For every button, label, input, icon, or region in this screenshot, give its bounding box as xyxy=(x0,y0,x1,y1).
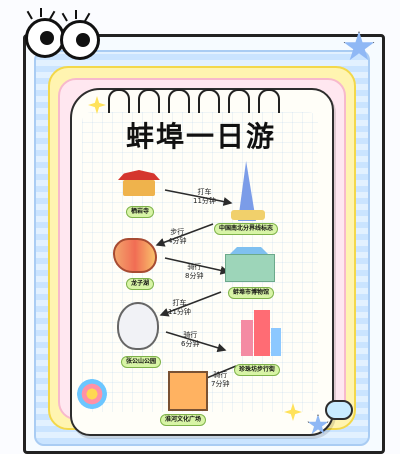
route-mode: 打车 xyxy=(172,299,187,307)
poster-title: 蚌埠一日游 xyxy=(103,114,299,156)
binder-ring-icon xyxy=(108,89,130,113)
node-label: 中国南北分界线标志 xyxy=(214,223,279,235)
street-building-icon xyxy=(271,328,281,356)
route-label: 步行 4分钟 xyxy=(168,228,186,246)
culture-square-icon xyxy=(168,371,208,411)
eyelash-icon xyxy=(49,10,56,20)
route-label: 骑行 7分钟 xyxy=(211,371,229,389)
boundary-base-icon xyxy=(231,210,265,220)
eye-pupil-right xyxy=(76,33,90,47)
cloud-icon xyxy=(325,400,353,420)
route-label: 骑行 6分钟 xyxy=(181,331,199,349)
route-mode: 打车 xyxy=(197,188,212,196)
route-label: 打车 11分钟 xyxy=(168,299,191,317)
route-time: 11分钟 xyxy=(168,307,191,316)
eye-right-icon xyxy=(60,20,100,60)
binder-ring-icon xyxy=(168,89,190,113)
museum-roof-icon xyxy=(229,247,269,255)
route-mode: 骑行 xyxy=(187,263,202,271)
node-label: 栖岩寺 xyxy=(126,206,155,218)
eye-pupil-left xyxy=(40,31,54,45)
binder-ring-icon xyxy=(228,89,250,113)
route-time: 8分钟 xyxy=(185,271,204,280)
node-label: 珍珠坊步行街 xyxy=(234,364,281,376)
eyelash-icon xyxy=(75,10,77,19)
eyelash-icon xyxy=(61,12,68,22)
route-time: 6分钟 xyxy=(181,339,200,348)
binder-ring-icon xyxy=(258,89,280,113)
route-time: 4分钟 xyxy=(168,236,187,245)
binder-ring-icon xyxy=(138,89,160,113)
street-building-icon xyxy=(254,310,270,356)
route-label: 打车 11分钟 xyxy=(193,188,216,206)
park-leaf-icon xyxy=(117,302,159,350)
route-label: 骑行 8分钟 xyxy=(185,263,203,281)
route-time: 11分钟 xyxy=(193,196,216,205)
binder-ring-icon xyxy=(198,89,220,113)
eyelash-icon xyxy=(40,8,42,17)
museum-building-icon xyxy=(225,254,275,282)
temple-roof-icon xyxy=(118,170,160,180)
eyelash-icon xyxy=(26,10,33,20)
street-building-icon xyxy=(241,320,253,356)
node-label: 张公山公园 xyxy=(121,356,162,368)
dragon-lake-icon xyxy=(113,238,157,273)
node-label: 龙子湖 xyxy=(126,278,155,290)
eyelash-icon xyxy=(84,12,91,22)
temple-body-icon xyxy=(123,180,155,196)
node-label: 蚌埠市博物馆 xyxy=(228,287,275,299)
route-mode: 骑行 xyxy=(213,371,228,379)
flower-icon xyxy=(77,379,107,409)
route-mode: 骑行 xyxy=(183,331,198,339)
eye-left-icon xyxy=(25,18,65,58)
node-label: 淮河文化广场 xyxy=(160,414,207,426)
route-time: 7分钟 xyxy=(211,379,230,388)
route-mode: 步行 xyxy=(170,228,185,236)
